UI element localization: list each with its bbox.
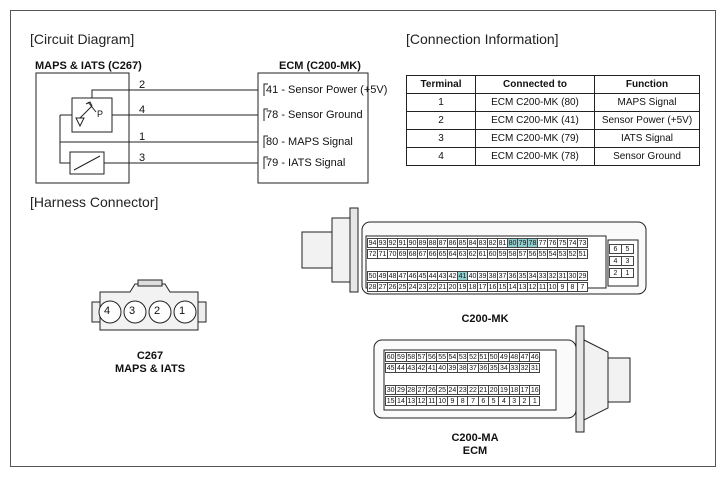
pin-cell: 1: [621, 268, 634, 278]
pressure-label: P: [97, 109, 104, 119]
pin-label: 2: [139, 79, 146, 91]
ecm-pin-row: 78 - Sensor Ground: [266, 109, 363, 121]
pin-label: 1: [139, 131, 146, 143]
harness-connector-heading: [Harness Connector]: [30, 194, 159, 210]
wire-pin2: [91, 89, 258, 98]
pin-cell: 29: [577, 271, 588, 281]
c200-ma-sub: ECM: [462, 445, 488, 457]
c200-mk-name: C200-MK: [461, 313, 509, 325]
c267-sub: MAPS & IATS: [114, 363, 186, 375]
c267-pin: 2: [154, 305, 161, 317]
c267-pin: 3: [129, 305, 136, 317]
connection-info-heading: [Connection Information]: [406, 31, 559, 47]
c267-connector: [91, 279, 207, 331]
pin-cell: 31: [529, 363, 541, 373]
c267-pin: 1: [179, 305, 186, 317]
ecm-pin-row: 80 - MAPS Signal: [266, 136, 353, 148]
ecm-box: [257, 72, 369, 184]
c267-name: C267: [136, 350, 164, 362]
circuit-diagram-heading: [Circuit Diagram]: [30, 31, 135, 47]
pin-cell: 5: [621, 244, 634, 254]
c267-pin: 4: [104, 305, 111, 317]
diagram-frame: [10, 10, 716, 467]
c200-ma-name: C200-MA: [451, 432, 499, 444]
pin-cell: 46: [529, 352, 541, 362]
pin-cell: 16: [529, 385, 541, 395]
pin-label: 3: [139, 152, 146, 164]
pin-cell: 51: [577, 249, 588, 259]
wire-ground-link: [59, 142, 70, 164]
pin-cell: 73: [577, 238, 588, 248]
pin-cell: 1: [529, 396, 541, 406]
ecm-label: ECM (C200-MK): [279, 60, 361, 72]
pin-label: 4: [139, 104, 146, 116]
pin-cell: 7: [577, 282, 588, 292]
ecm-pin-row: 41 - Sensor Power (+5V): [266, 84, 388, 96]
ecm-pin-row: 79 - IATS Signal: [266, 157, 346, 169]
sensor-box: [35, 72, 130, 184]
pin-cell: 3: [621, 256, 634, 266]
sensor-label: MAPS & IATS (C267): [35, 60, 142, 72]
